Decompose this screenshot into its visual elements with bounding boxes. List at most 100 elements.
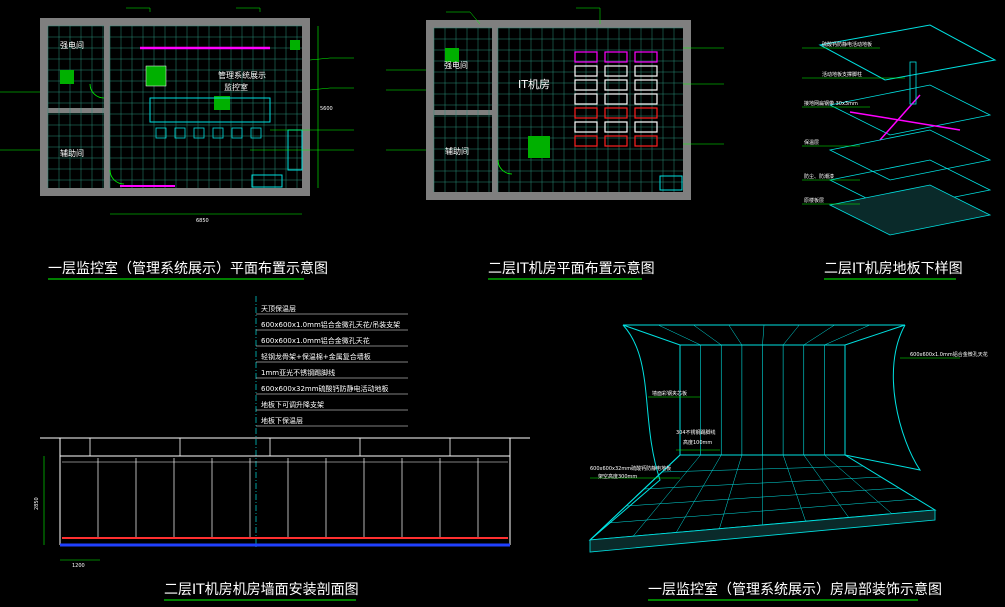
server-rack bbox=[574, 79, 598, 91]
plan1-leaders bbox=[0, 7, 354, 151]
leader-line bbox=[309, 57, 331, 61]
server-rack bbox=[604, 79, 628, 91]
floor-layer-ground-strap-2 bbox=[879, 94, 921, 141]
floor-layer-label-3: 接地网扁钢带 30x3mm bbox=[804, 100, 858, 107]
server-rack bbox=[574, 121, 598, 133]
persp-floor-line bbox=[719, 454, 743, 529]
persp-floor-line bbox=[803, 454, 849, 518]
plan1-wall-right bbox=[302, 18, 310, 196]
server-rack bbox=[634, 65, 658, 77]
persp-floor-line bbox=[661, 465, 864, 473]
server-rack bbox=[634, 121, 658, 133]
caption-perspective: 一层监控室（管理系统展示）房局部装饰示意图 bbox=[648, 581, 942, 598]
chair bbox=[212, 127, 224, 139]
section-dim-width: 1200 bbox=[72, 563, 85, 569]
floor-layer-panel bbox=[818, 24, 997, 81]
plan1-corner-unit bbox=[290, 40, 300, 50]
plan1-console-desk bbox=[149, 97, 271, 123]
persp-ceiling-line bbox=[762, 324, 765, 346]
floor-layer-label-6: 原楼板层 bbox=[804, 197, 824, 204]
callout-row-text: 轻钢龙骨架+保温棉+金属复合墙板 bbox=[261, 352, 371, 361]
floor-layer-pedestal-plane bbox=[828, 84, 992, 136]
server-rack bbox=[604, 65, 628, 77]
caption-floor-sample: 二层IT机房地板下样图 bbox=[824, 261, 963, 277]
plan2-ac-unit bbox=[528, 136, 550, 158]
persp-floor-line bbox=[632, 454, 701, 537]
persp-ceiling-line bbox=[803, 324, 835, 346]
persp-ceiling-line bbox=[824, 324, 870, 346]
persp-ceiling-line bbox=[658, 324, 701, 346]
chair bbox=[193, 127, 205, 139]
plan1-door-swing bbox=[89, 83, 105, 99]
plan2-power-cabinet bbox=[445, 48, 459, 62]
persp-ceiling-line bbox=[782, 324, 800, 346]
callout-row-text: 600x600x32mm硫酸钙防静电活动地板 bbox=[261, 384, 389, 393]
persp-right-wall bbox=[844, 324, 922, 471]
persp-floor-line bbox=[676, 454, 722, 533]
persp-ceiling-line bbox=[693, 324, 722, 346]
plan2-wall-bottom bbox=[426, 192, 691, 200]
plan1-power-cabinet bbox=[60, 70, 74, 84]
server-rack bbox=[634, 93, 658, 105]
floor-layer-label-1: 硫酸钙防静电活动地板 bbox=[822, 41, 872, 48]
server-rack bbox=[604, 107, 628, 119]
floor-layer-label-4: 保温层 bbox=[804, 139, 819, 146]
persp-ceiling-line bbox=[728, 324, 743, 346]
callout-row-text: 600x600x1.0mm铝合金微孔天花/吊装支架 bbox=[261, 320, 400, 329]
persp-callout-skirting-1: 304不锈钢踢脚线 bbox=[676, 429, 716, 436]
persp-grid-lines bbox=[607, 324, 918, 537]
floor-layer-label-5: 防尘、防潮漆 bbox=[804, 173, 834, 180]
chair bbox=[250, 127, 262, 139]
persp-floor-line bbox=[625, 487, 900, 507]
plan-1-control-room: 强电间 管理系统展示 监控室 辅助间 6850 5600 bbox=[0, 7, 354, 224]
persp-floor-edge bbox=[589, 509, 936, 553]
plan2-leaders bbox=[386, 7, 724, 151]
plan1-label-control-line1: 管理系统展示 bbox=[218, 70, 266, 80]
plan1-grid-main bbox=[109, 25, 302, 188]
server-rack bbox=[604, 135, 628, 147]
leader-line bbox=[469, 11, 481, 25]
section-callout-table: 天顶保温层600x600x1.0mm铝合金微孔天花/吊装支架600x600x1.… bbox=[256, 304, 408, 427]
server-rack bbox=[604, 51, 628, 63]
chair bbox=[231, 127, 243, 139]
leader-line bbox=[309, 87, 331, 91]
floor-layer-exploded-view: 硫酸钙防静电活动地板 活动地板支撑脚柱 接地网扁钢带 30x3mm 保温层 防尘… bbox=[802, 24, 997, 236]
plan2-wall-right bbox=[683, 20, 691, 200]
plan2-wall-left bbox=[426, 20, 434, 200]
plan1-wall-bottom bbox=[40, 188, 310, 196]
server-rack bbox=[634, 79, 658, 91]
server-rack bbox=[574, 107, 598, 119]
persp-callout-skirting-2: 高度100mm bbox=[683, 439, 712, 446]
persp-floor-line bbox=[782, 454, 806, 522]
plan2-wall-partition bbox=[492, 28, 498, 192]
plan1-side-table bbox=[251, 174, 283, 188]
plan2-door-swing bbox=[497, 159, 513, 175]
plan2-wall-partition-h bbox=[434, 110, 492, 115]
persp-callout-floor-1: 600x600x32mm硫酸钙防静电地板 bbox=[590, 465, 671, 472]
server-rack bbox=[634, 51, 658, 63]
plan-2-it-room: 强电间 IT机房 辅助间 bbox=[386, 7, 724, 200]
plan1-door-swing-2 bbox=[109, 169, 125, 185]
plan1-console-unit bbox=[214, 96, 230, 110]
section-wall-panels bbox=[62, 458, 508, 537]
plan1-label-aux-room: 辅助间 bbox=[60, 148, 84, 158]
plan2-wall-top bbox=[426, 20, 691, 28]
persp-floor-line bbox=[607, 498, 918, 524]
chair bbox=[155, 127, 167, 139]
plan1-wall-partition-h bbox=[48, 108, 104, 113]
server-rack bbox=[634, 135, 658, 147]
plan1-wall-top bbox=[40, 18, 310, 26]
section-dim-height: 2850 bbox=[34, 497, 40, 510]
plan1-label-control-line2: 监控室 bbox=[224, 82, 248, 92]
plan2-label-power-room: 强电间 bbox=[444, 60, 468, 70]
persp-callout-floor-2: 架空高度300mm bbox=[598, 473, 637, 480]
floor-layer-slab bbox=[828, 184, 992, 236]
persp-callout-wall: 墙面彩钢夹芯板 bbox=[652, 390, 687, 397]
caption-plan1: 一层监控室（管理系统展示）平面布置示意图 bbox=[48, 260, 328, 277]
plan1-dim-side: 5600 bbox=[320, 106, 333, 112]
perspective-room: 600x600x1.0mm铝合金微孔天花 墙面彩钢夹芯板 304不锈钢踢脚线 高… bbox=[588, 324, 988, 553]
plan1-dim-bottom: 6850 bbox=[196, 218, 209, 224]
server-rack bbox=[574, 93, 598, 105]
server-rack bbox=[574, 135, 598, 147]
